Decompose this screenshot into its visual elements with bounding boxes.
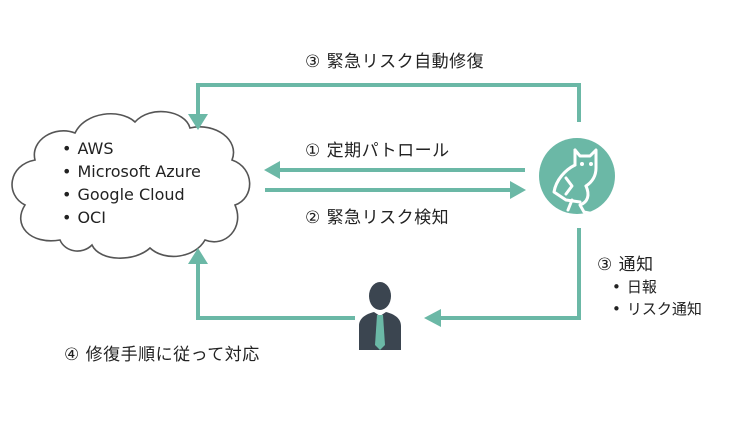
notify-list: 日報 リスク通知 [612, 276, 702, 320]
owl-icon [539, 138, 615, 216]
step-patrol-label: ① 定期パトロール [305, 141, 450, 161]
respond-arrowhead [188, 248, 208, 264]
step-detect-label: ② 緊急リスク検知 [305, 208, 450, 228]
detect-arrowhead [510, 181, 526, 199]
step-notify-label: ③ 通知 [597, 255, 654, 275]
patrol-arrowhead [264, 161, 280, 179]
step-auto-repair-label: ③ 緊急リスク自動修復 [305, 52, 485, 72]
notify-arrowhead [424, 309, 441, 327]
cloud-provider-item: Microsoft Azure [62, 160, 200, 183]
auto-repair-arrowhead [188, 114, 208, 130]
cloud-provider-list: AWS Microsoft Azure Google Cloud OCI [62, 137, 201, 229]
notify-item: 日報 [612, 276, 702, 298]
cloud-provider-item: Google Cloud [62, 183, 201, 206]
cloud-provider-item: AWS [62, 137, 201, 160]
notify-arrow-line [438, 228, 581, 320]
businessman-icon [359, 282, 401, 350]
cloud-provider-item: OCI [62, 206, 201, 229]
step-respond-label: ④ 修復手順に従って対応 [64, 345, 260, 365]
auto-repair-arrow-line [196, 83, 581, 122]
respond-arrow-line [196, 262, 355, 320]
notify-item: リスク通知 [612, 298, 702, 320]
